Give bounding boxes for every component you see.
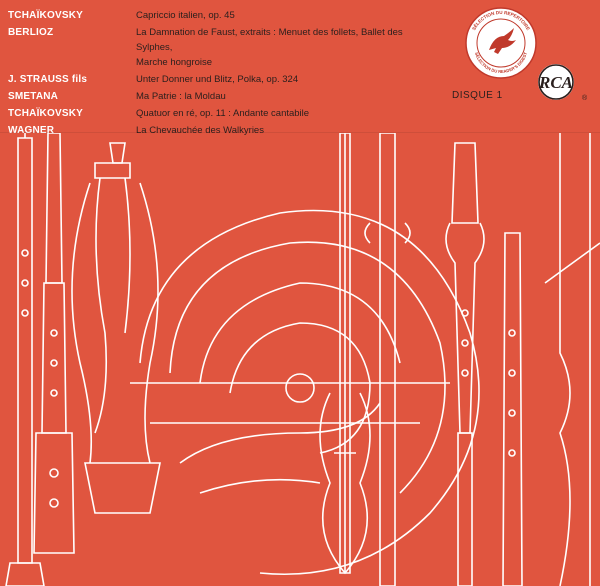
track-row: TCHAÏKOVSKY Capriccio italien, op. 45 [8, 8, 428, 23]
track-row: J. STRAUSS fils Unter Donner und Blitz, … [8, 72, 428, 87]
track-row: BERLIOZ La Damnation de Faust, extraits … [8, 25, 428, 70]
track-composer: BERLIOZ [8, 27, 54, 38]
piccolo-icon [502, 232, 523, 586]
track-row: WAGNER La Chevauchée des Walkyries [8, 123, 428, 138]
trumpet-icon [71, 142, 161, 514]
track-row: TCHAÏKOVSKY Quatuor en ré, op. 11 : Anda… [8, 106, 428, 121]
track-composer: J. STRAUSS fils [8, 74, 88, 85]
oboe-icon [33, 133, 75, 554]
track-composer: WAGNER [8, 125, 55, 136]
bassoon-icon [364, 133, 411, 586]
registered-mark: ® [582, 94, 588, 102]
rca-logo-text: RCA [538, 73, 573, 92]
tuba-icon [544, 133, 600, 586]
track-work: Unter Donner und Blitz, Polka, op. 324 [136, 74, 299, 85]
track-work: La Damnation de Faust, extraits : Menuet… [136, 27, 403, 68]
instruments-illustration [5, 133, 600, 586]
track-row: SMETANA Ma Patrie : la Moldau [8, 89, 428, 104]
rca-logo-icon: RCA ® [538, 64, 588, 102]
track-composer: SMETANA [8, 91, 59, 102]
flute-icon [445, 142, 485, 586]
french-horn-icon [130, 209, 480, 576]
track-work: Quatuor en ré, op. 11 : Andante cantabil… [136, 108, 310, 119]
divider [0, 132, 600, 133]
clarinet-icon [5, 133, 45, 586]
track-work: La Chevauchée des Walkyries [136, 125, 264, 136]
pegasus-icon [489, 28, 516, 54]
tracklist: TCHAÏKOVSKY Capriccio italien, op. 45 BE… [8, 8, 428, 140]
disc-label: DISQUE 1 [452, 90, 503, 101]
cello-icon [319, 133, 371, 575]
track-composer: TCHAÏKOVSKY [8, 10, 83, 21]
selection-seal-icon: SÉLECTION DU REPERTOIRE SÉLECTION DU REA… [465, 7, 537, 79]
track-work: Ma Patrie : la Moldau [136, 91, 226, 102]
track-composer: TCHAÏKOVSKY [8, 108, 83, 119]
track-work: Capriccio italien, op. 45 [136, 10, 235, 21]
